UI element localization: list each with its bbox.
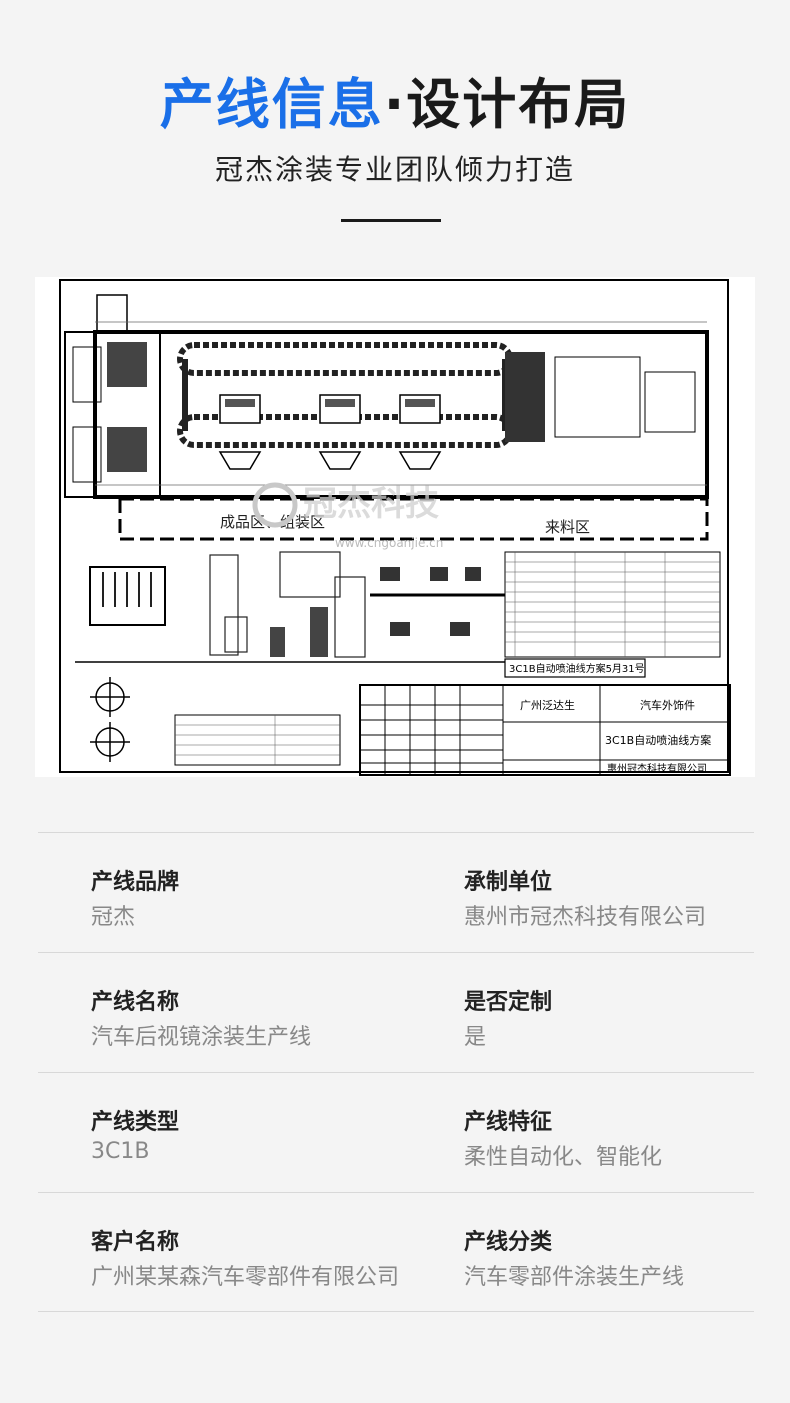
watermark-url: www.cngoanjie.cn — [335, 536, 443, 550]
page-subtitle: 冠杰涂装专业团队倾力打造 — [214, 153, 575, 186]
titleblock-name: 3C1B自动喷油线方案 — [605, 733, 711, 747]
info-value: 汽车后视镜涂装生产线 — [91, 1025, 312, 1050]
zone-incoming-label: 来料区 — [545, 518, 590, 536]
info-row: 产线类型 3C1B 产线特征 柔性自动化、智能化 — [38, 1072, 754, 1192]
page-title-highlight: 产线信息 — [159, 73, 384, 136]
info-cell: 产线特征 柔性自动化、智能化 — [464, 1073, 754, 1193]
info-value: 汽车零部件涂装生产线 — [464, 1265, 685, 1290]
info-value: 广州某某森汽车零部件有限公司 — [91, 1265, 400, 1290]
info-cell: 产线品牌 冠杰 — [91, 833, 451, 953]
page-title: 产线信息·设计布局 — [0, 72, 790, 138]
plan-caption: 3C1B自动喷油线方案5月31号 — [509, 662, 645, 675]
info-value: 冠杰 — [91, 905, 136, 930]
layout-drawing: 成品区、组装区 来料区 冠杰科技 www.cngoanjie.cn — [35, 277, 755, 777]
page-title-rest: ·设计布局 — [383, 73, 631, 136]
info-label: 产线类型 — [91, 1110, 180, 1135]
zone-finished-label: 成品区、组装区 — [220, 513, 325, 531]
watermark-text: 冠杰科技 — [303, 484, 439, 524]
info-cell: 承制单位 惠州市冠杰科技有限公司 — [464, 833, 754, 953]
info-row: 产线名称 汽车后视镜涂装生产线 是否定制 是 — [38, 952, 754, 1072]
info-label: 产线分类 — [464, 1230, 553, 1255]
info-label: 客户名称 — [91, 1230, 180, 1255]
info-label: 产线名称 — [91, 990, 180, 1015]
info-cell: 是否定制 是 — [464, 953, 754, 1073]
titleblock-client: 广州泛达生 — [520, 698, 575, 712]
info-label: 是否定制 — [464, 990, 553, 1015]
info-value: 惠州市冠杰科技有限公司 — [464, 905, 707, 930]
info-cell: 产线分类 汽车零部件涂装生产线 — [464, 1193, 754, 1313]
info-row: 产线品牌 冠杰 承制单位 惠州市冠杰科技有限公司 — [38, 832, 754, 952]
info-value: 柔性自动化、智能化 — [464, 1145, 663, 1170]
title-divider — [341, 219, 441, 222]
info-label: 承制单位 — [464, 870, 553, 895]
info-cell: 产线类型 3C1B — [91, 1073, 451, 1193]
titleblock-product: 汽车外饰件 — [640, 698, 695, 712]
info-grid: 产线品牌 冠杰 承制单位 惠州市冠杰科技有限公司 产线名称 汽车后视镜涂装生产线… — [38, 832, 754, 1312]
info-value: 是 — [464, 1025, 487, 1050]
info-row: 客户名称 广州某某森汽车零部件有限公司 产线分类 汽车零部件涂装生产线 — [38, 1192, 754, 1312]
info-label: 产线特征 — [464, 1110, 553, 1135]
info-cell: 产线名称 汽车后视镜涂装生产线 — [91, 953, 451, 1073]
info-label: 产线品牌 — [91, 870, 180, 895]
titleblock-company: 惠州冠杰科技有限公司 — [607, 762, 707, 775]
info-value: 3C1B — [91, 1139, 150, 1164]
info-cell: 客户名称 广州某某森汽车零部件有限公司 — [91, 1193, 451, 1313]
